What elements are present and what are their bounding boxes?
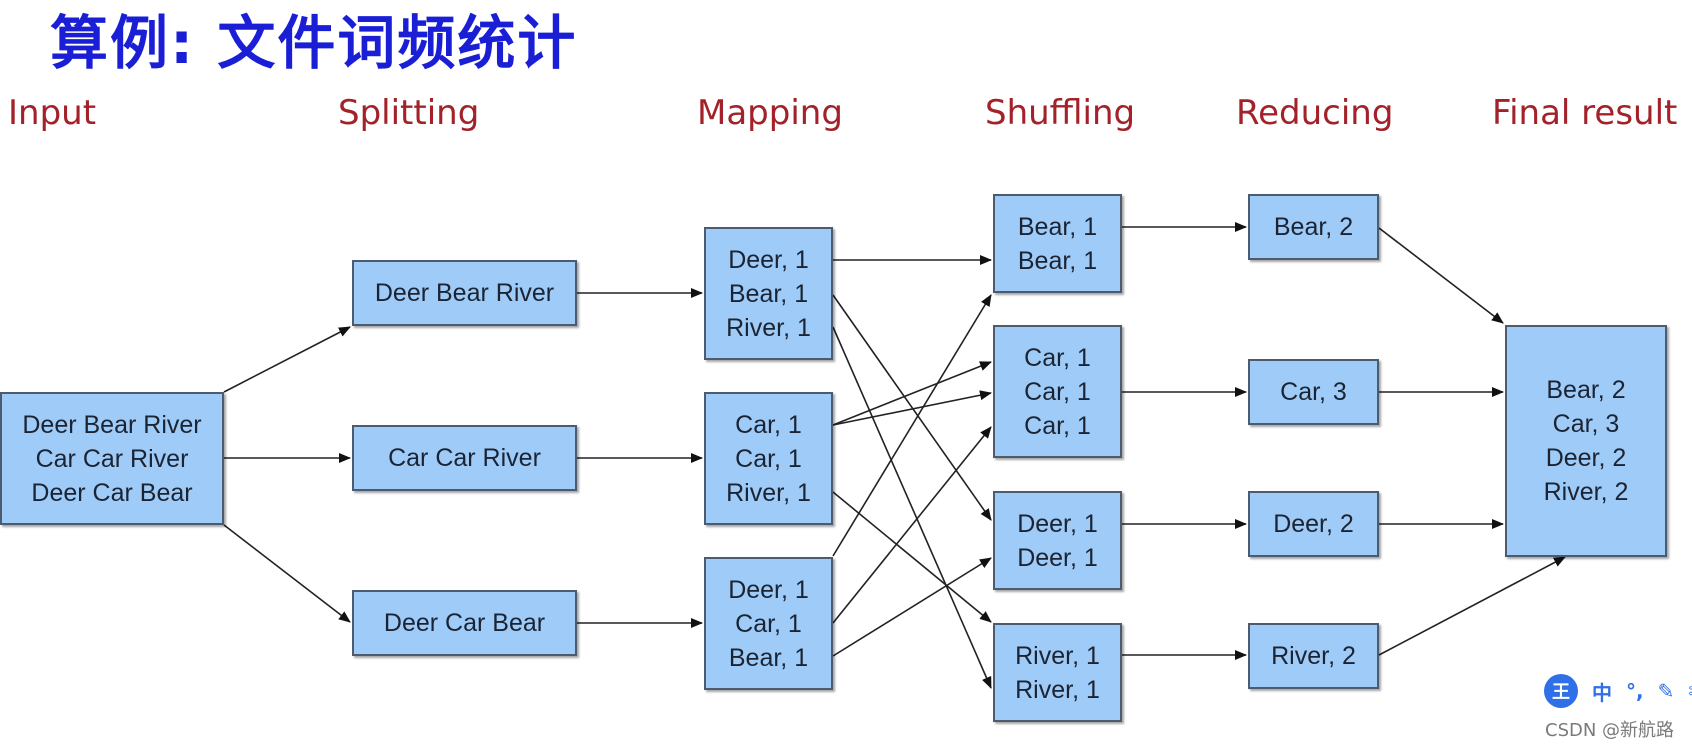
box-line: Car, 1 (735, 444, 802, 473)
watermark-credit: CSDN @新航路 (1545, 720, 1675, 741)
shuffle-box-car: Car, 1 Car, 1 Car, 1 (993, 325, 1122, 458)
split-box-3: Deer Car Bear (352, 590, 577, 656)
reduce-box-bear: Bear, 2 (1248, 194, 1379, 260)
ime-chinese-mode-button[interactable]: 中 (1592, 680, 1612, 705)
arrow-map-2-to-shuffle-car-1 (832, 361, 992, 426)
box-line: Car, 1 (1024, 377, 1091, 406)
reduce-box-deer: Deer, 2 (1248, 491, 1379, 557)
box-line: River, 2 (1271, 642, 1356, 670)
box-line: Bear, 1 (728, 643, 809, 672)
box-line: Bear, 1 (728, 279, 809, 308)
box-line: River, 1 (1015, 675, 1100, 704)
box-line: Bear, 2 (1273, 213, 1354, 241)
arrow-map-1-to-shuffle-deer (832, 294, 992, 521)
ime-handwriting-icon[interactable]: ✎ (1657, 679, 1675, 703)
box-line: Car, 3 (1280, 378, 1347, 406)
map-box-1: Deer, 1 Bear, 1 River, 1 (704, 227, 833, 360)
box-line: Bear, 1 (1017, 246, 1098, 275)
box-line: Deer, 1 (1017, 509, 1098, 538)
arrow-map-3-to-shuffle-car (832, 426, 992, 624)
map-box-2: Car, 1 Car, 1 River, 1 (704, 392, 833, 525)
box-line: River, 1 (726, 478, 811, 507)
arrow-input-to-split-1 (223, 326, 351, 393)
arrow-input-to-split-3 (223, 524, 351, 623)
arrow-map-3-to-shuffle-deer (832, 557, 992, 657)
shuffle-box-bear: Bear, 1 Bear, 1 (993, 194, 1122, 293)
ime-toolbar[interactable]: 王 中 °, ✎ ✂ (1544, 674, 1692, 708)
map-box-3: Deer, 1 Car, 1 Bear, 1 (704, 557, 833, 690)
box-line: Car, 1 (735, 609, 802, 638)
box-line: River, 1 (1015, 641, 1100, 670)
stage-label-mapping: Mapping (697, 93, 843, 133)
arrow-map-1-to-shuffle-river (832, 326, 992, 689)
box-line: Car, 1 (1024, 343, 1091, 372)
shuffle-box-river: River, 1 River, 1 (993, 623, 1122, 722)
reduce-box-river: River, 2 (1248, 623, 1379, 689)
ime-logo-icon[interactable]: 王 (1544, 674, 1578, 708)
stage-label-splitting: Splitting (338, 93, 480, 133)
stage-label-final-result: Final result (1492, 93, 1678, 133)
split-box-1: Deer Bear River (352, 260, 577, 326)
box-line: Car, 3 (1552, 410, 1620, 438)
arrow-map-3-to-shuffle-bear (832, 294, 992, 557)
box-line: Deer, 2 (1545, 444, 1627, 472)
stage-label-input: Input (8, 93, 97, 133)
arrow-reduce-river-to-final (1378, 556, 1566, 656)
box-line: Car Car River (35, 444, 189, 473)
final-result-box: Bear, 2 Car, 3 Deer, 2 River, 2 (1505, 325, 1667, 557)
box-line: River, 2 (1543, 478, 1629, 506)
stage-label-shuffling: Shuffling (985, 93, 1136, 133)
box-line: Deer Bear River (374, 279, 555, 307)
shuffle-box-deer: Deer, 1 Deer, 1 (993, 491, 1122, 590)
ime-scissors-icon[interactable]: ✂ (1688, 679, 1692, 703)
box-line: Deer, 1 (728, 575, 809, 604)
box-line: Car Car River (388, 444, 541, 472)
box-line: Deer Car Bear (31, 478, 193, 507)
box-line: Deer, 1 (1017, 543, 1098, 572)
arrow-map-2-to-shuffle-car-2 (832, 390, 992, 426)
box-line: Bear, 2 (1546, 376, 1626, 404)
box-line: River, 1 (726, 313, 811, 342)
box-line: Deer Car Bear (383, 609, 546, 637)
box-line: Bear, 1 (1017, 212, 1098, 241)
box-line: Car, 1 (1024, 411, 1091, 440)
box-line: Deer, 2 (1273, 510, 1354, 538)
stage-label-reducing: Reducing (1236, 93, 1394, 133)
box-line: Deer, 1 (728, 245, 809, 274)
page-title: 算例: 文件词频统计 (50, 9, 578, 77)
ime-punctuation-button[interactable]: °, (1626, 679, 1644, 703)
arrow-reduce-bear-to-final (1378, 227, 1504, 324)
box-line: Car, 1 (735, 410, 802, 439)
reduce-box-car: Car, 3 (1248, 359, 1379, 425)
box-line: Deer Bear River (22, 410, 202, 439)
arrow-map-2-to-shuffle-river (832, 491, 992, 623)
split-box-2: Car Car River (352, 425, 577, 491)
